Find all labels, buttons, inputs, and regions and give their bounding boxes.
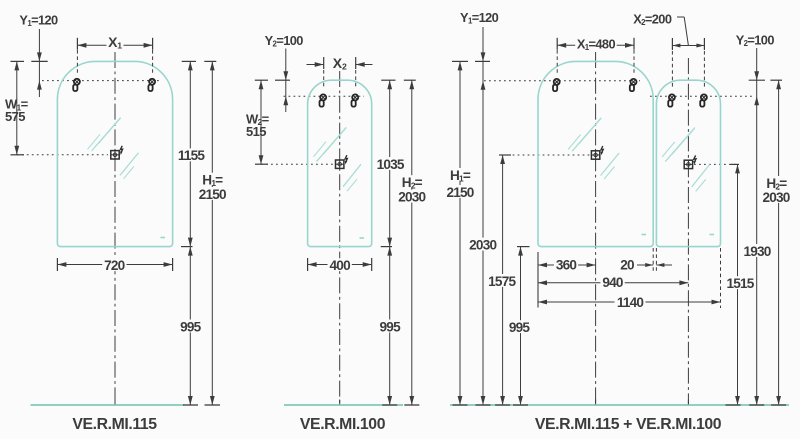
- svg-text:W1=: W1=: [5, 97, 29, 113]
- svg-text:515: 515: [246, 124, 266, 139]
- svg-text:2150: 2150: [199, 187, 226, 202]
- svg-text:Y2=100: Y2=100: [265, 33, 304, 49]
- svg-text:940: 940: [602, 275, 623, 290]
- svg-text:1140: 1140: [617, 295, 644, 310]
- svg-text:1155: 1155: [178, 148, 206, 163]
- svg-text:2030: 2030: [469, 237, 496, 252]
- svg-text:1035: 1035: [377, 157, 405, 172]
- svg-text:H1=: H1=: [450, 168, 471, 184]
- svg-text:995: 995: [380, 319, 402, 334]
- svg-text:1575: 1575: [488, 274, 516, 289]
- svg-text:H2=: H2=: [402, 175, 423, 191]
- svg-text:H1=: H1=: [202, 173, 223, 189]
- svg-text:VE.R.MI.115 + VE.R.MI.100: VE.R.MI.115 + VE.R.MI.100: [535, 416, 722, 433]
- svg-text:2030: 2030: [762, 190, 789, 205]
- svg-text:995: 995: [180, 319, 202, 334]
- svg-text:VE.R.MI.115: VE.R.MI.115: [72, 416, 157, 433]
- svg-text:Y1=120: Y1=120: [460, 10, 499, 26]
- svg-text:Y1=120: Y1=120: [19, 13, 58, 29]
- svg-text:2030: 2030: [398, 190, 425, 205]
- svg-text:VE.R.MI.100: VE.R.MI.100: [300, 416, 386, 433]
- svg-text:X1=480: X1=480: [577, 36, 616, 52]
- svg-text:20: 20: [620, 258, 634, 273]
- svg-text:360: 360: [556, 258, 577, 273]
- svg-text:X2=200: X2=200: [633, 12, 672, 28]
- svg-text:X1: X1: [108, 34, 122, 51]
- svg-text:1515: 1515: [726, 276, 754, 291]
- svg-text:995: 995: [509, 320, 531, 335]
- svg-text:2150: 2150: [446, 185, 473, 200]
- svg-text:400: 400: [330, 258, 351, 273]
- svg-text:W2=: W2=: [246, 112, 270, 128]
- svg-text:X2: X2: [333, 55, 347, 72]
- svg-text:Y2=100: Y2=100: [736, 32, 775, 48]
- svg-text:H2=: H2=: [766, 176, 787, 192]
- svg-text:575: 575: [5, 109, 25, 124]
- svg-text:1930: 1930: [743, 244, 770, 259]
- svg-text:720: 720: [104, 258, 125, 273]
